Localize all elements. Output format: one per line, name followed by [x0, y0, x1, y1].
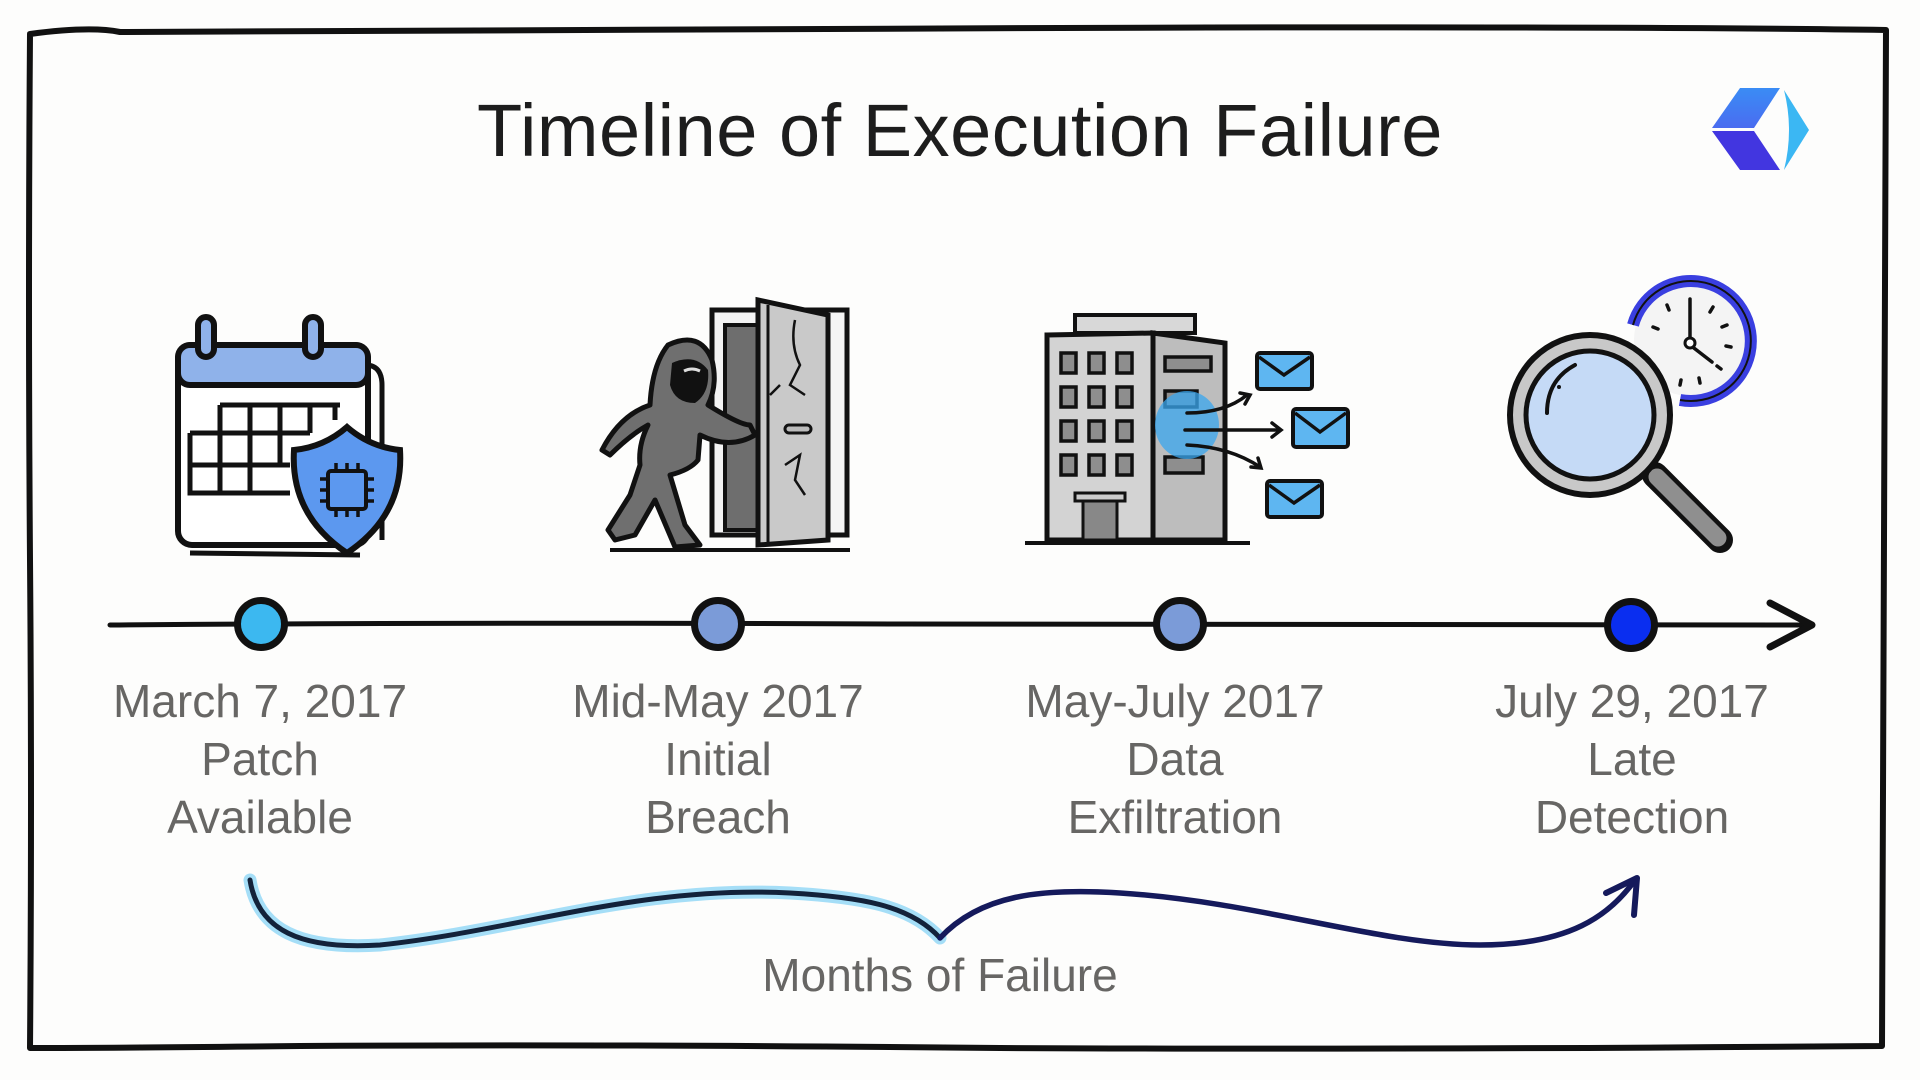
span-arrow-glow: [243, 873, 947, 953]
frame-border: [26, 24, 1889, 1052]
timeline-dot-mid-may[interactable]: [691, 597, 745, 651]
page-title: Timeline of Execution Failure: [477, 89, 1443, 172]
timeline-dot-may-july[interactable]: [1153, 597, 1207, 651]
span-arrow-right: [937, 877, 1638, 948]
event-title-line2: Detection: [1534, 791, 1730, 843]
magnifier-clock-icon: [1507, 274, 1757, 553]
event-label-initial-breach: Mid-May 2017 Initial Breach: [508, 672, 928, 846]
event-title-line1: Initial: [664, 733, 772, 785]
span-label: Months of Failure: [762, 949, 1118, 1001]
event-title-line2: Available: [167, 791, 353, 843]
timeline-axis: [107, 620, 1813, 628]
intruder-door-icon: [599, 296, 850, 552]
event-title-line1: Patch: [201, 733, 319, 785]
event-date: May-July 2017: [1025, 675, 1325, 727]
event-date: March 7, 2017: [112, 675, 408, 727]
building-data-leak-icon: [1025, 313, 1350, 545]
event-title-line1: Data: [1126, 733, 1224, 785]
timeline-dot-july-29[interactable]: [1604, 598, 1658, 652]
cube-logo-icon: [1712, 88, 1809, 170]
calendar-shield-chip-icon: [175, 314, 404, 558]
event-date: Mid-May 2017: [572, 675, 864, 727]
span-arrowhead: [1603, 875, 1640, 918]
event-title-line1: Late: [1587, 733, 1677, 785]
event-label-patch-available: March 7, 2017 Patch Available: [50, 672, 470, 846]
event-label-data-exfiltration: May-July 2017 Data Exfiltration: [965, 672, 1385, 846]
event-title-line2: Exfiltration: [1067, 791, 1283, 843]
event-label-late-detection: July 29, 2017 Late Detection: [1422, 672, 1842, 846]
event-date: July 29, 2017: [1495, 675, 1769, 727]
timeline-arrowhead: [1766, 599, 1816, 651]
timeline-dot-march-7[interactable]: [234, 597, 288, 651]
span-arrow-left: [247, 877, 943, 949]
event-title-line2: Breach: [645, 791, 791, 843]
